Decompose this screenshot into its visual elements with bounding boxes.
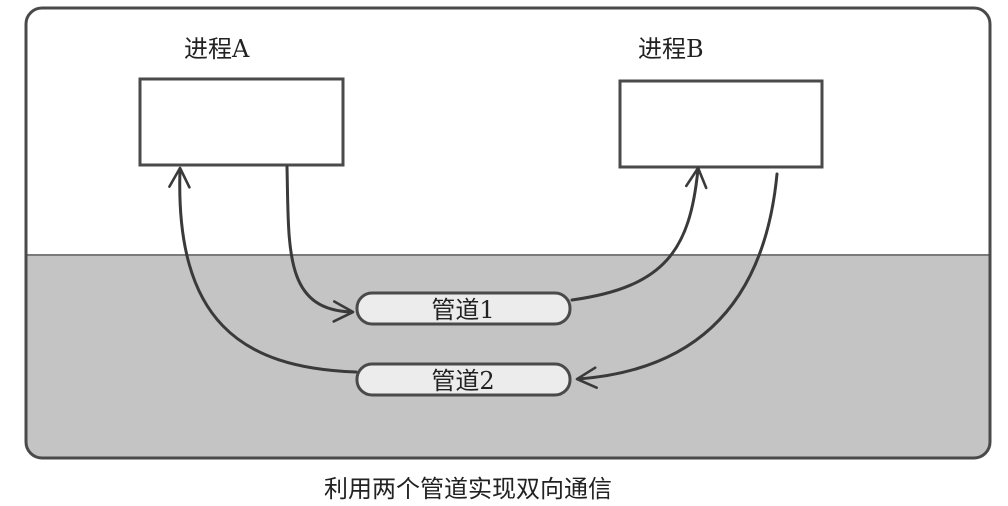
process-b-label: 进程B — [638, 35, 704, 63]
process-a-box — [138, 77, 345, 167]
diagram-caption: 利用两个管道实现双向通信 — [324, 475, 612, 503]
pipe-1 — [355, 291, 572, 326]
pipe-1-label: 管道1 — [431, 296, 494, 324]
arrow-pipe-2-to-a — [168, 166, 358, 374]
arrow-b-to-pipe-2 — [575, 172, 779, 389]
process-a-label: 进程A — [184, 35, 250, 63]
arrow-a-to-pipe-1 — [285, 165, 355, 323]
diagram-frame — [24, 6, 992, 460]
process-b-box — [618, 79, 824, 169]
pipe-2 — [355, 362, 572, 397]
arrow-pipe-1-to-b — [570, 166, 708, 302]
kernel-region — [26, 255, 990, 458]
pipe-2-label: 管道2 — [431, 367, 494, 395]
